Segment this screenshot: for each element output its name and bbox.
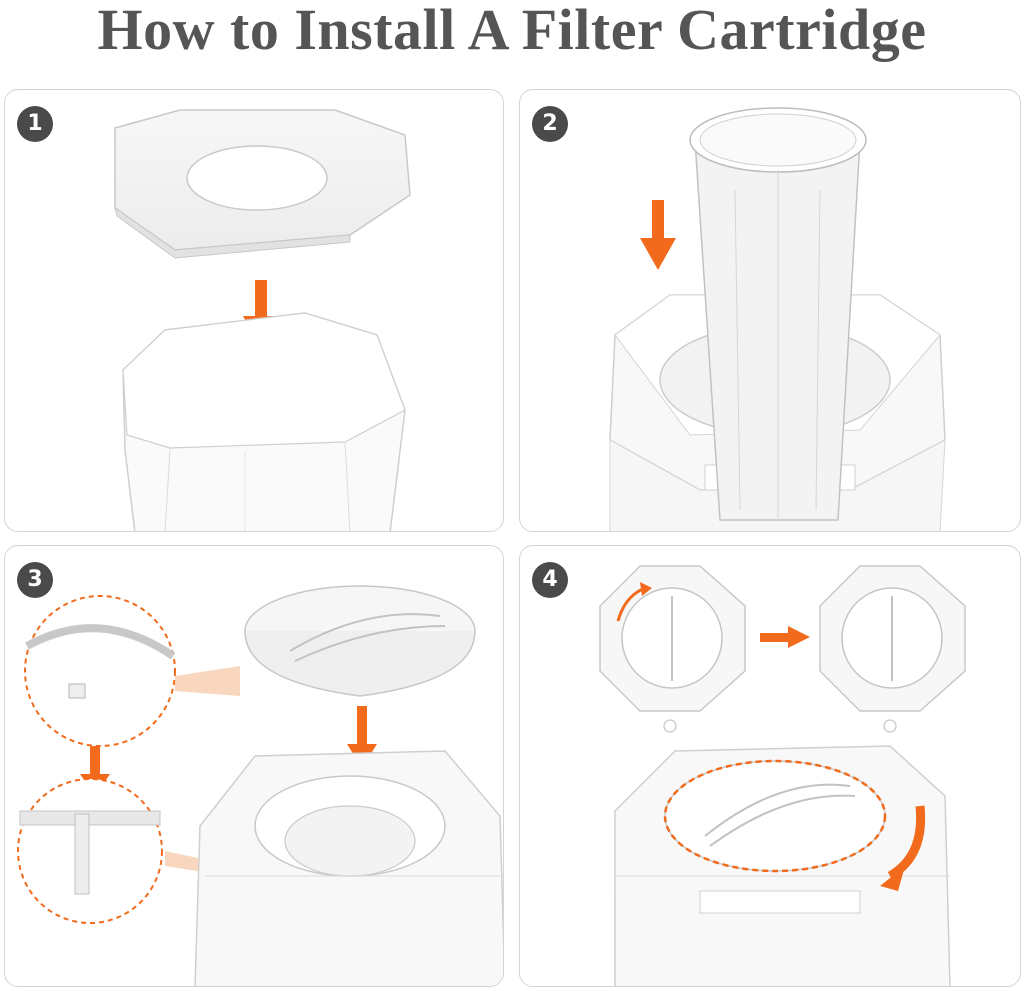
- filter-cartridge: [689, 107, 867, 521]
- step-4-illustration: [599, 565, 966, 986]
- step-3-illustration: [17, 585, 503, 986]
- rotate-arrow-icon: [880, 805, 926, 891]
- page-title: How to Install A Filter Cartridge: [97, 0, 927, 62]
- step-4-badge: 4: [532, 562, 568, 598]
- pitcher-top: [614, 745, 951, 986]
- filter-cap: [244, 585, 476, 697]
- detail-zoom-top: [24, 595, 240, 747]
- step-2-illustration: [609, 107, 946, 531]
- step-1-illustration: [114, 109, 411, 531]
- lid-top-view-after: [819, 565, 966, 733]
- step-1-panel: 1: [4, 89, 504, 532]
- lid-top-view-before: [599, 565, 746, 733]
- octagon-lid: [114, 109, 411, 259]
- pitcher-top: [194, 750, 503, 986]
- pitcher-body: [122, 312, 406, 531]
- right-arrow-icon: [760, 626, 810, 648]
- step-1-badge: 1: [17, 106, 53, 142]
- step-4-panel: 4: [519, 545, 1021, 987]
- step-2-panel: 2: [519, 89, 1021, 532]
- step-2-badge: 2: [532, 106, 568, 142]
- step-3-badge: 3: [17, 562, 53, 598]
- down-arrow-icon: [640, 200, 676, 270]
- step-3-panel: 3: [4, 545, 504, 987]
